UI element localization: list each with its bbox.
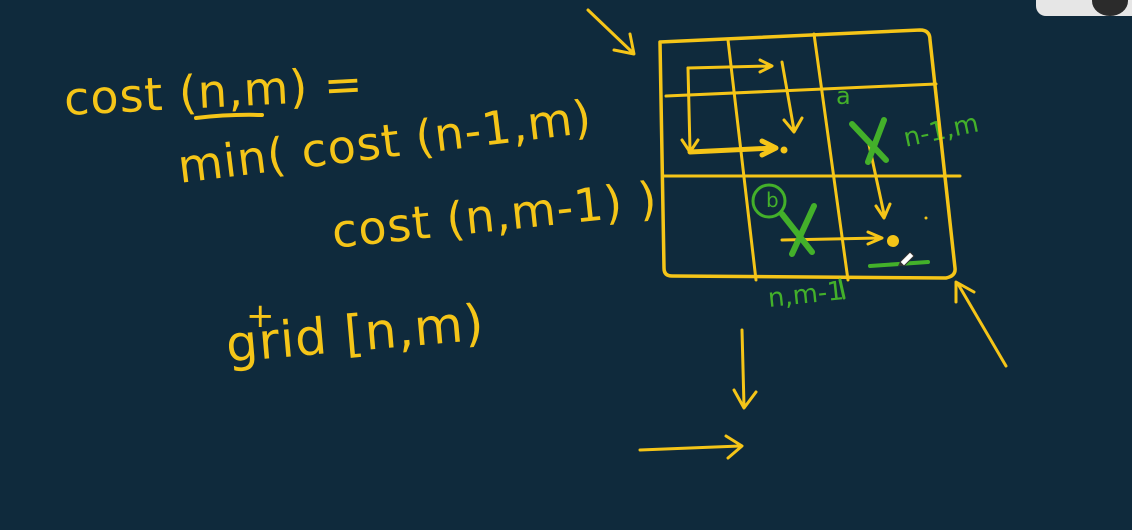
grid-vline-1 bbox=[726, 38, 758, 282]
pen-cursor-icon bbox=[898, 251, 915, 267]
arrow-right-top bbox=[686, 58, 774, 74]
label-cell-b: b bbox=[766, 188, 779, 212]
green-cross-top-2 bbox=[865, 117, 887, 165]
dot-target bbox=[887, 235, 899, 247]
arrow-down-mid bbox=[780, 60, 804, 134]
dot-small bbox=[924, 216, 928, 220]
webcam-face bbox=[1092, 0, 1128, 16]
arrow-right-below bbox=[638, 434, 744, 460]
arrow-down-below bbox=[732, 328, 758, 410]
dot-mid bbox=[780, 146, 788, 154]
green-circle-b bbox=[751, 183, 787, 219]
arrow-diag-top bbox=[586, 8, 636, 56]
arrow-diag-up bbox=[954, 280, 1008, 368]
webcam-overlay-icon bbox=[1036, 0, 1132, 16]
formula-plus-sign: + bbox=[246, 296, 276, 336]
arrow-right-mid bbox=[687, 138, 779, 158]
green-cross-top-1 bbox=[849, 121, 889, 163]
green-tick-bottom bbox=[838, 278, 846, 300]
green-cross-bottom-2 bbox=[789, 203, 817, 257]
grid-vline-2 bbox=[812, 32, 850, 282]
grid-hline-1 bbox=[664, 82, 938, 98]
arrow-down-left bbox=[680, 66, 700, 154]
underline-stroke bbox=[194, 112, 264, 120]
grid-outline bbox=[658, 28, 957, 280]
green-cross-bottom-1 bbox=[779, 211, 815, 255]
